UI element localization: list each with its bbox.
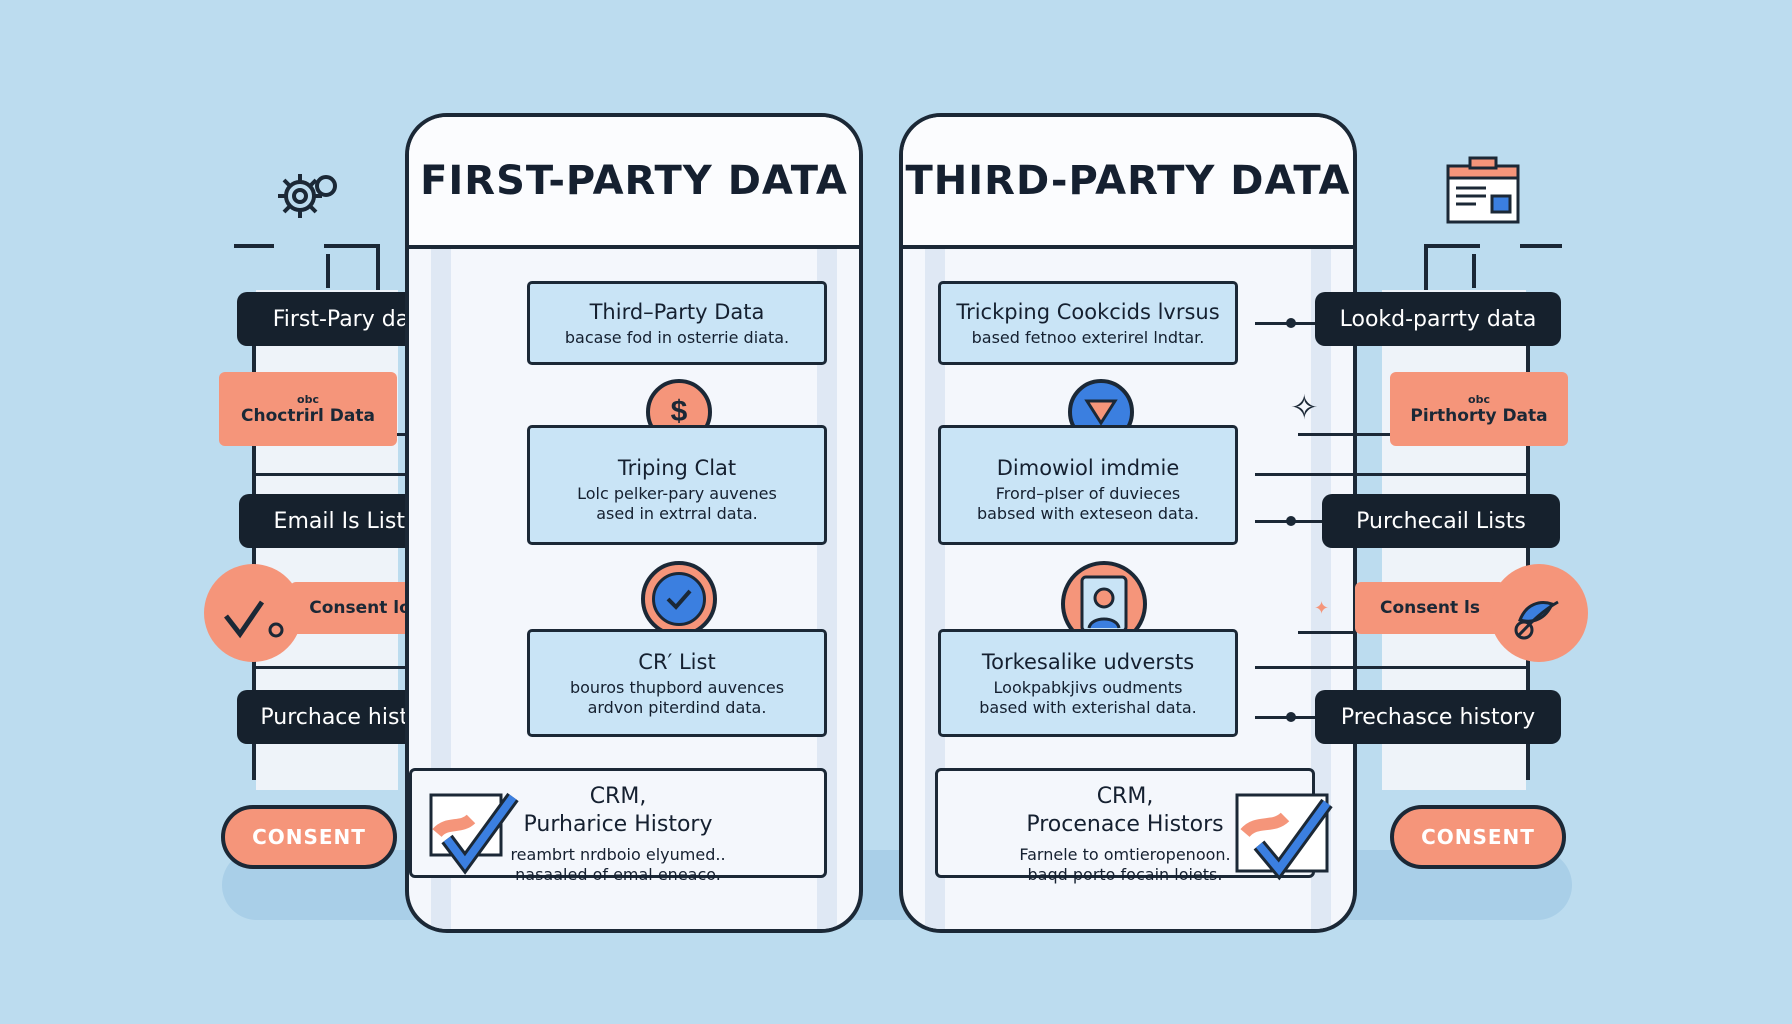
box-subtitle: Frord–plser of duvieces babsed with exte… [976,484,1200,523]
check-circle-icon [641,561,717,637]
connector [1255,322,1315,325]
box-title: CRM, Purharice History [523,784,713,837]
box-title: Trickping Cookcids lvrsus [956,300,1220,324]
connector [1424,244,1428,298]
connector [256,473,524,476]
connector [326,254,330,288]
box-title: Triping Clat [617,456,737,480]
connector [1255,666,1526,669]
right-tag-consent: Consent ls [1355,582,1505,634]
first-party-panel: FIRST-PARTY DATA Third–Party Data bacase… [405,113,863,933]
panel-title: FIRST-PARTY DATA [409,117,859,249]
check-circle-orange-icon [204,564,302,662]
box-title: Dimowiol imdmie [996,456,1180,480]
right-pill-lookd-party: Lookd-parrty data [1315,292,1561,346]
panel-strip [1311,249,1331,929]
box-subtitle: based fetnoo exterirel lndtar. [971,328,1205,347]
right-box-3: Torkesalike udversts Lookpabkjivs oudmen… [938,629,1238,737]
panel-strip [817,249,837,929]
left-box-1: Third–Party Data bacase fod in osterrie … [527,281,827,365]
left-box-3: CR′ List bouros thupbord auvences ardvon… [527,629,827,737]
box-title: Third–Party Data [589,300,765,324]
box-title: Torkesalike udversts [981,650,1195,674]
connector-dot [1286,516,1296,526]
connector-dot [1286,712,1296,722]
connector [1298,433,1390,436]
right-consent-button[interactable]: CONSENT [1390,805,1566,869]
box-subtitle: Lookpabkjivs oudments based with exteris… [979,678,1197,717]
right-box-2: Dimowiol imdmie Frord–plser of duvieces … [938,425,1238,545]
gears-icon [266,160,346,235]
left-box-2: Triping Clat Lolc pelker-pary auvenes as… [527,425,827,545]
connector [324,244,380,248]
third-party-panel: THIRD-PARTY DATA Trickping Cookcids lvrs… [899,113,1357,933]
connector [234,244,274,248]
panel-title: THIRD-PARTY DATA [903,117,1353,249]
right-pill-prechasce-history: Prechasce history [1315,690,1561,744]
box-title: CR′ List [638,650,716,674]
right-pill-purchecail-lists: Purchecail Lists [1322,494,1560,548]
box-subtitle: Lolc pelker-pary auvenes ased in extrral… [577,484,777,523]
sparkle-icon: ✧ [1290,389,1319,427]
left-consent-button[interactable]: CONSENT [221,805,397,869]
box-subtitle: bacase fod in osterrie diata. [564,328,790,347]
checkbox-icon [429,789,519,894]
box-subtitle: Farnele to omtieropenoon. baqd porto foc… [1019,845,1231,884]
connector [1520,244,1562,248]
connector [1298,631,1355,634]
right-tag-pirthorty: obc Pirthorty Data [1390,372,1568,446]
box-title: CRM, Procenace Histors [1026,784,1224,837]
connector [256,666,524,669]
connector [376,244,380,298]
box-subtitle: bouros thupbord auvences ardvon piterdin… [569,678,785,717]
connector [1472,254,1476,288]
connector [1424,244,1480,248]
panel-strip [431,249,451,929]
panel-strip [925,249,945,929]
connector [1255,716,1315,719]
leaf-check-icon [1490,564,1588,662]
left-tag-choctrirl: obc Choctrirl Data [219,372,397,446]
sparkle-icon: ✦ [1314,598,1330,618]
right-box-1: Trickping Cookcids lvrsus based fetnoo e… [938,281,1238,365]
connector-dot [1286,318,1296,328]
box-subtitle: reambrt nrdboio elyumed.. nasaaled of em… [510,845,726,884]
connector [1255,473,1526,476]
browser-window-icon [1444,156,1524,233]
checkbox-icon [1235,789,1335,894]
